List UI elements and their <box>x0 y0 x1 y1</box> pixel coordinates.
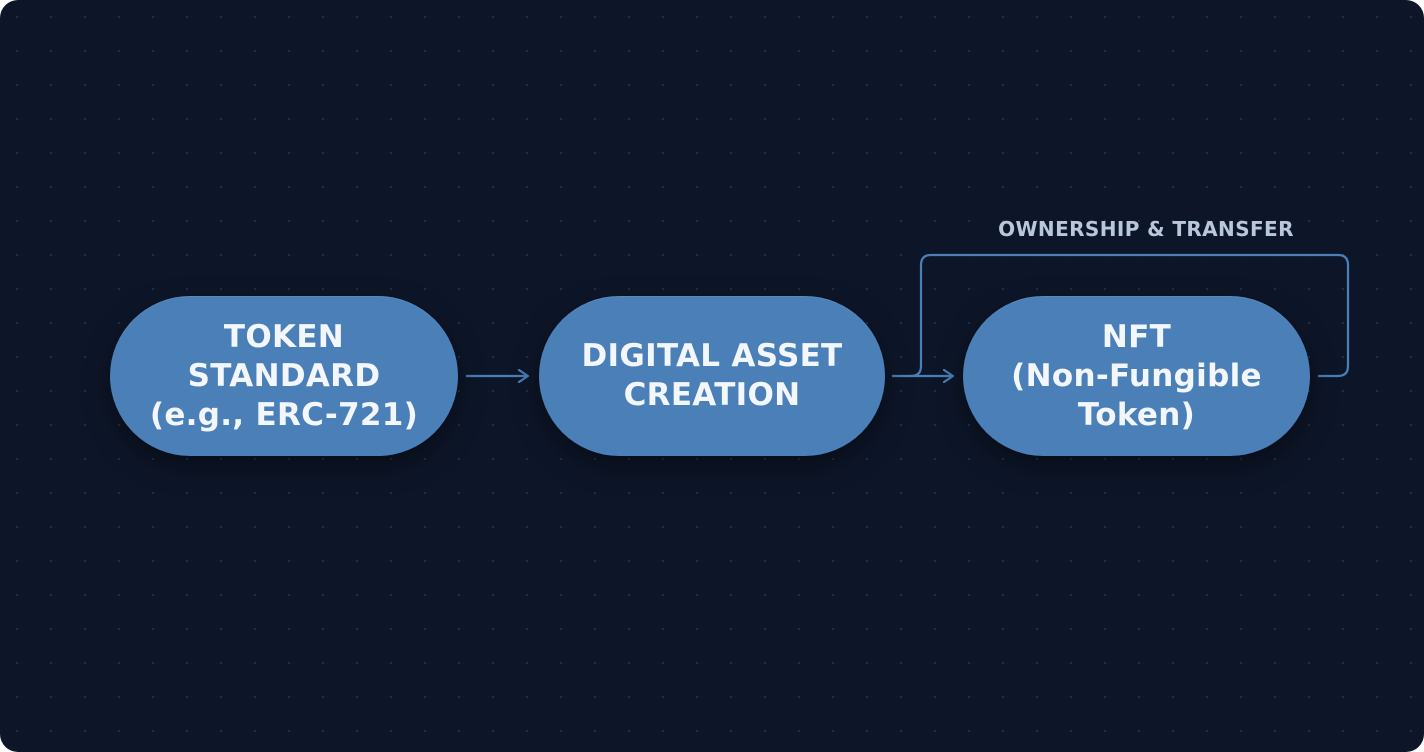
node-nft: NFT (Non-Fungible Token) <box>963 296 1310 456</box>
node-digital-asset-creation-label: DIGITAL ASSET CREATION <box>582 337 843 415</box>
node-nft-line-3: Token) <box>1077 396 1196 433</box>
node-token-standard-line-1: TOKEN <box>223 318 345 355</box>
node-nft-label: NFT (Non-Fungible Token) <box>1011 318 1262 435</box>
node-nft-line-1: NFT <box>1101 318 1172 355</box>
node-digital-asset-creation-line-1: DIGITAL ASSET <box>581 338 843 374</box>
node-token-standard-line-3: (e.g., ERC-721) <box>149 396 419 433</box>
node-token-standard-label: TOKEN STANDARD (e.g., ERC-721) <box>150 318 418 435</box>
loop-arrow-ownership-transfer <box>910 253 1350 378</box>
loop-label-ownership-transfer: OWNERSHIP & TRANSFER <box>998 217 1294 241</box>
node-digital-asset-creation: DIGITAL ASSET CREATION <box>539 296 885 456</box>
node-digital-asset-creation-line-2: CREATION <box>623 377 801 413</box>
node-token-standard: TOKEN STANDARD (e.g., ERC-721) <box>110 296 458 456</box>
node-nft-line-2: (Non-Fungible <box>1011 357 1262 394</box>
node-token-standard-line-2: STANDARD <box>187 357 381 394</box>
